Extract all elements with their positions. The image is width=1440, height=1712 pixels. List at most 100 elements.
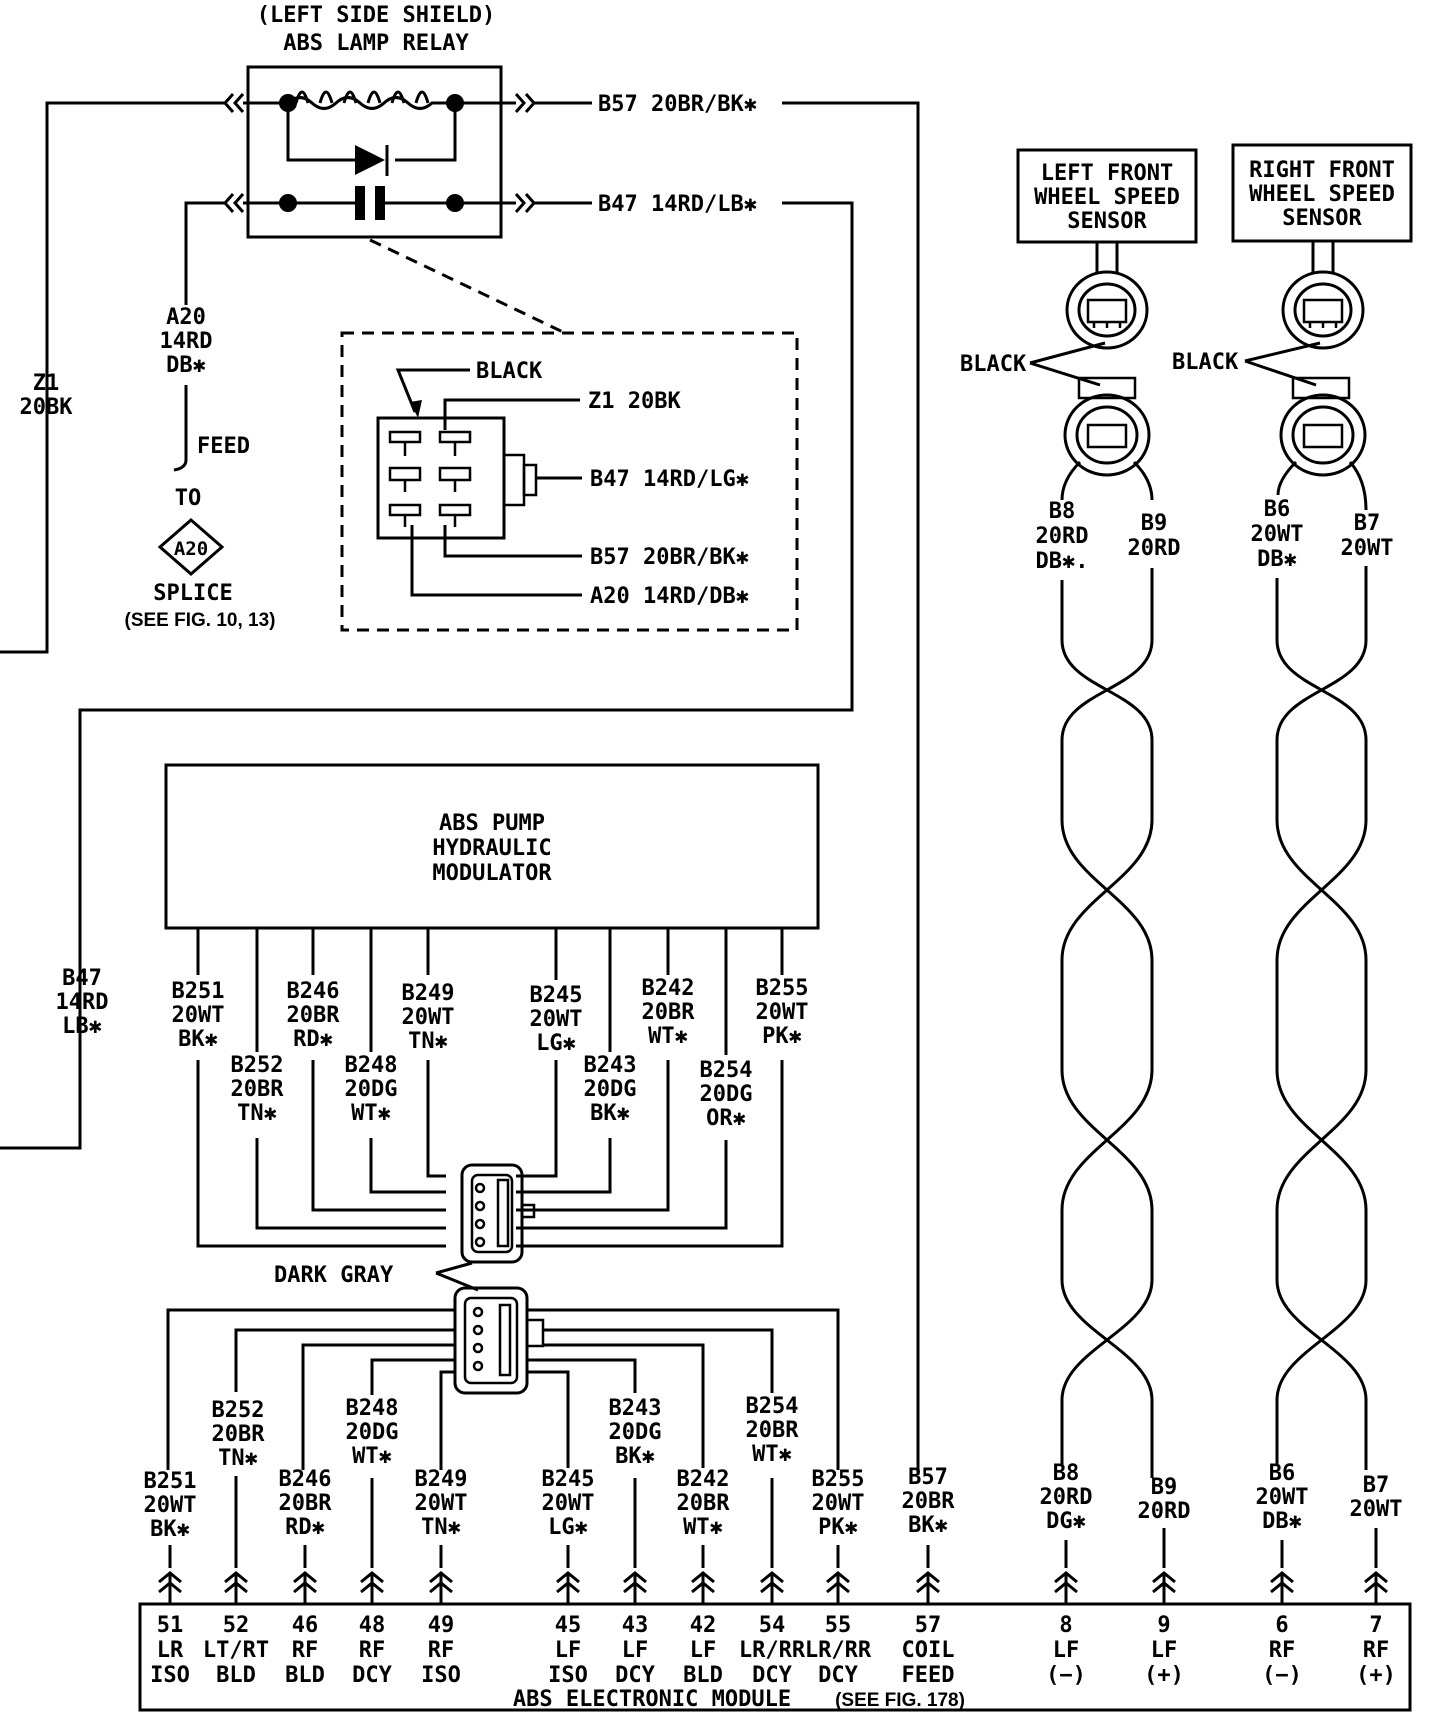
pin-connector-chevron [1364, 1571, 1388, 1604]
pump-b248-3: WT✱ [351, 1101, 391, 1126]
mod-b9-2: 20RD [1138, 1499, 1191, 1524]
module-pin-label: 52 [223, 1613, 250, 1638]
module-pin-label: DCY [352, 1663, 392, 1688]
mod-b243-2: 20DG [609, 1420, 662, 1445]
module-pin-label: LF [690, 1638, 717, 1663]
pump-b243-3: BK✱ [590, 1101, 630, 1126]
module-pin-label: 57 [915, 1613, 942, 1638]
pin-connector-chevron [556, 1571, 580, 1604]
b6-sensor-label-1: B6 [1264, 497, 1291, 522]
left-sensor-title-1: LEFT FRONT [1041, 161, 1173, 186]
mod-b57-2: 20BR [902, 1489, 956, 1514]
mod-b249-1: B249 [415, 1467, 468, 1492]
inset-a20-label: A20 14RD/DB✱ [590, 584, 749, 609]
z1-label-2: 20BK [20, 395, 74, 420]
pump-b252-2: 20BR [231, 1077, 285, 1102]
module-pin-label: 8 [1059, 1613, 1072, 1638]
pin-connector-chevron [224, 1571, 248, 1604]
inset-z1-label: Z1 20BK [588, 389, 681, 414]
mod-b248-2: 20DG [346, 1420, 399, 1445]
module-pin-label: DCY [615, 1663, 655, 1688]
pin-connector-chevron [293, 1571, 317, 1604]
pump-b243-2: 20DG [584, 1077, 637, 1102]
pin-connector-chevron [691, 1571, 715, 1604]
mod-b249-3: TN✱ [421, 1515, 461, 1540]
mod-b252-3: TN✱ [218, 1446, 258, 1471]
mod-b242-3: WT✱ [683, 1515, 723, 1540]
pump-b242-3: WT✱ [648, 1024, 688, 1049]
module-pin-label: 49 [428, 1613, 455, 1638]
module-pin-label: BLD [216, 1663, 256, 1688]
left-sensor-black-label: BLACK [960, 352, 1027, 377]
module-pin-label: (+) [1144, 1663, 1184, 1688]
mod-b251-2: 20WT [144, 1493, 197, 1518]
mod-b246-3: RD✱ [285, 1515, 325, 1540]
mod-b6-2: 20WT [1256, 1485, 1309, 1510]
abs-electronic-module: 51LRISO52LT/RTBLD46RFBLD48RFDCY49RFISO45… [138, 1571, 1412, 1712]
mod-b57-3: BK✱ [908, 1513, 948, 1538]
mod-b6-3: DB✱ [1262, 1509, 1302, 1534]
splice-symbol-label: A20 [174, 538, 208, 560]
pump-b252-3: TN✱ [237, 1101, 277, 1126]
left-sensor-title-2: WHEEL SPEED [1034, 185, 1180, 210]
module-pin-label: 45 [555, 1613, 582, 1638]
abs-lamp-relay: (LEFT SIDE SHIELD) ABS LAMP RELAY B57 20… [0, 3, 920, 1475]
module-pin-label: BLD [683, 1663, 723, 1688]
mod-b254-3: WT✱ [752, 1442, 792, 1467]
module-pin-label: 46 [292, 1613, 319, 1638]
pump-b249-2: 20WT [402, 1005, 455, 1030]
mod-b255-2: 20WT [812, 1491, 865, 1516]
module-pin-label: LR [157, 1638, 184, 1663]
abs-pump-hydraulic-modulator: ABS PUMP HYDRAULIC MODULATOR B251 20WT B… [164, 763, 820, 1248]
mod-b254-1: B254 [746, 1394, 799, 1419]
module-pin-label: BLD [285, 1663, 325, 1688]
feed-label: FEED [197, 434, 250, 459]
module-pin-label: ISO [150, 1663, 190, 1688]
module-pin-label: 55 [825, 1613, 852, 1638]
mod-b248-1: B248 [346, 1396, 399, 1421]
module-pin-label: 42 [690, 1613, 717, 1638]
module-pin-label: 51 [157, 1613, 184, 1638]
pin-connector-chevron [623, 1571, 647, 1604]
b47-left-label-1: B47 [62, 966, 102, 991]
pin-connector-chevron [1152, 1571, 1176, 1604]
relay-connector-inset: BLACK Z1 20BK B47 14RD/LG✱ B57 20BR/BK✱ … [340, 238, 799, 632]
pump-b254-3: OR✱ [706, 1106, 746, 1131]
sensor-wiring: B8 20RD DB✱. B9 20RD B6 20WT DB✱ B7 20WT [1036, 460, 1393, 1460]
mod-b251-1: B251 [144, 1469, 197, 1494]
mod-b243-3: BK✱ [615, 1444, 655, 1469]
pin-connector-chevron [1054, 1571, 1078, 1604]
pump-b246-3: RD✱ [293, 1027, 333, 1052]
pump-b255-3: PK✱ [762, 1024, 802, 1049]
b7-sensor-label-1: B7 [1354, 511, 1381, 536]
pump-b248-2: 20DG [345, 1077, 398, 1102]
mod-b245-3: LG✱ [548, 1515, 588, 1540]
pin-connector-chevron [916, 1571, 940, 1604]
module-title: ABS ELECTRONIC MODULE [513, 1687, 791, 1712]
inset-black-label: BLACK [476, 359, 543, 384]
b8-sensor-label-3: DB✱. [1036, 549, 1089, 574]
pump-b251-1: B251 [172, 979, 225, 1004]
mod-b254-2: 20BR [746, 1418, 800, 1443]
b9-sensor-label-1: B9 [1141, 511, 1168, 536]
inset-b47-label: B47 14RD/LG✱ [590, 467, 749, 492]
mod-b7-2: 20WT [1350, 1497, 1403, 1522]
mod-b9-1: B9 [1151, 1475, 1178, 1500]
pump-b243-1: B243 [584, 1053, 637, 1078]
pump-title-1: ABS PUMP [439, 811, 545, 836]
mod-b8-2: 20RD [1040, 1485, 1093, 1510]
right-sensor-title-1: RIGHT FRONT [1249, 158, 1395, 183]
pump-b255-2: 20WT [756, 1000, 809, 1025]
module-pin-label: (+) [1356, 1663, 1396, 1688]
b6-sensor-label-3: DB✱ [1257, 547, 1297, 572]
relay-out-b57-label: B57 20BR/BK✱ [598, 92, 757, 117]
pin-connector-chevron [429, 1571, 453, 1604]
module-pin-label: LR/RR [805, 1638, 872, 1663]
mod-b252-1: B252 [212, 1398, 265, 1423]
left-sensor-title-3: SENSOR [1067, 209, 1147, 234]
pump-title-2: HYDRAULIC [432, 836, 551, 861]
module-pin-label: LR/RR [739, 1638, 806, 1663]
a20-label-1: A20 [166, 305, 206, 330]
module-see-figure: (SEE FIG. 178) [835, 1690, 965, 1711]
dark-gray-connectors: DARK GRAY [274, 1163, 545, 1395]
